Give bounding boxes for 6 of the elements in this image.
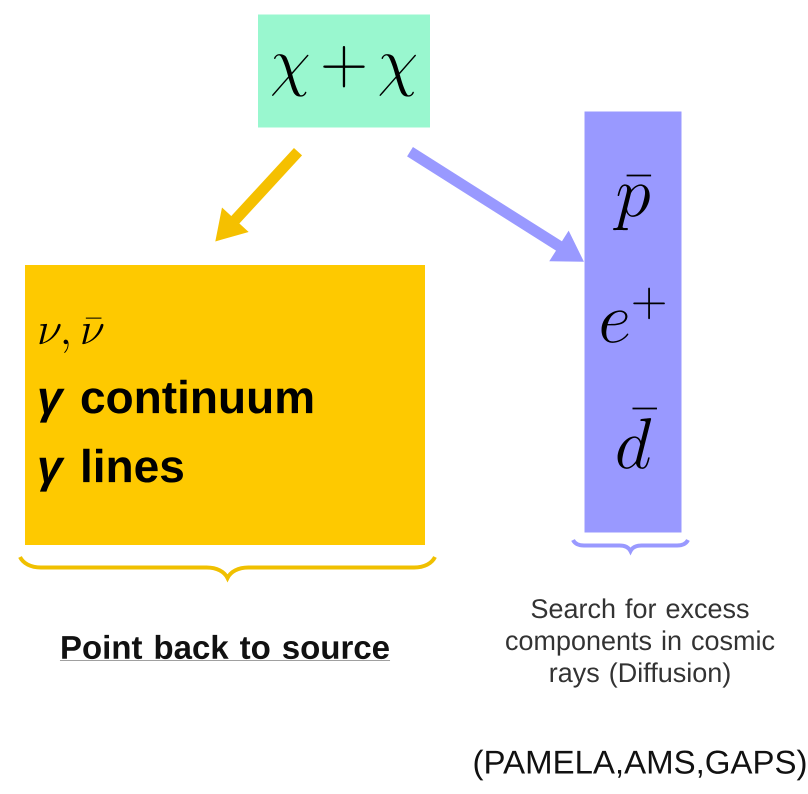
node-label: (PAMELA,AMS,GAPS) (474, 750, 806, 780)
node-label: Point back to source (60, 634, 390, 661)
node-label: Search for excess components in cosmic rays (Diffusion) (506, 598, 774, 688)
formula-box: $\chi+\chi$ (258, 14, 430, 128)
particle-box: $\bar{p}$ $e^{+}$ $\bar{d}$ (584, 112, 682, 532)
signal-box: $\nu,\bar{\nu}$ γ continuum γ lines (25, 265, 425, 545)
